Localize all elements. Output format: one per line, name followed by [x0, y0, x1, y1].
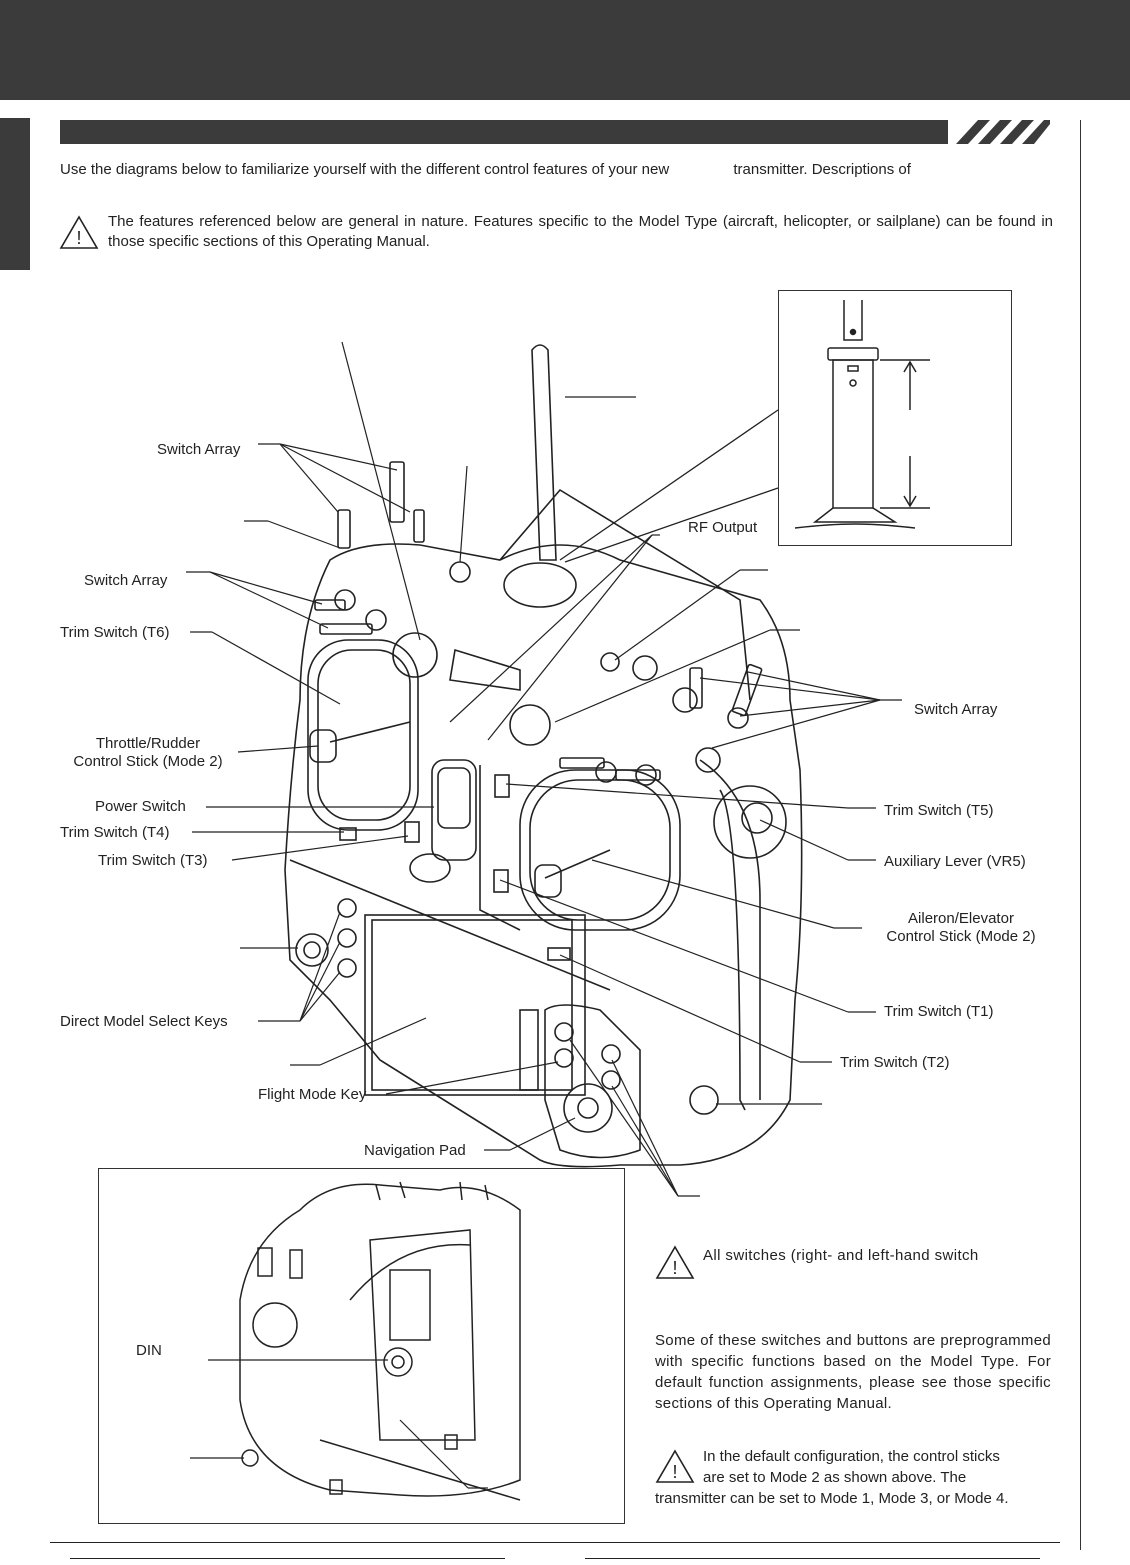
mode-note-line3: transmitter can be set to Mode 1, Mode 3… [655, 1490, 1009, 1507]
switches-note: All switches (right- and left-hand switc… [703, 1247, 979, 1264]
label-trim-t4: Trim Switch (T4) [60, 824, 170, 841]
label-trim-t3: Trim Switch (T3) [98, 852, 208, 869]
label-aux-lever: Auxiliary Lever (VR5) [884, 853, 1026, 870]
section-title-bar [60, 120, 1050, 144]
general-note: The features referenced below are genera… [108, 213, 1053, 250]
footer-rule-left [70, 1558, 505, 1559]
mode-note-line1: In the default configuration, the contro… [703, 1448, 1000, 1465]
mode-note-line2: are set to Mode 2 as shown above. The [703, 1469, 967, 1486]
mode-note: In the default configuration, the contro… [655, 1446, 1051, 1509]
antenna-detail-inset [778, 290, 1012, 546]
footer-rule-top [50, 1542, 1060, 1543]
svg-text:!: ! [672, 1462, 677, 1482]
svg-text:!: ! [76, 228, 81, 248]
footer-rule-right [585, 1558, 1040, 1559]
label-direct-model-select: Direct Model Select Keys [60, 1013, 228, 1030]
right-rule [1080, 120, 1081, 1550]
label-throttle-line1: Throttle/Rudder [95, 735, 201, 752]
label-switch-array-right: Switch Array [914, 701, 998, 718]
label-throttle-line2: Control Stick (Mode 2) [73, 753, 223, 770]
label-trim-t5: Trim Switch (T5) [884, 802, 994, 819]
label-switch-array-left: Switch Array [84, 572, 168, 589]
intro-text-after: transmitter. Descriptions of [733, 161, 911, 178]
warning-triangle-icon: ! [655, 1449, 695, 1483]
intro-text-before: Use the diagrams below to familiarize yo… [60, 161, 670, 178]
label-flight-mode-key: Flight Mode Key [258, 1086, 367, 1103]
preprogrammed-note: Some of these switches and buttons are p… [655, 1332, 1051, 1412]
label-switch-array-top: Switch Array [157, 441, 241, 458]
label-trim-t1: Trim Switch (T1) [884, 1003, 994, 1020]
intro-paragraph: Use the diagrams below to familiarize yo… [60, 160, 1050, 180]
label-aileron-stick: Aileron/Elevator Control Stick (Mode 2) [868, 910, 1054, 946]
warning-triangle-icon: ! [59, 215, 99, 249]
transmitter-back-view [98, 1168, 625, 1524]
warning-triangle-icon: ! [655, 1245, 695, 1279]
label-throttle-stick: Throttle/Rudder Control Stick (Mode 2) [58, 735, 238, 771]
label-trim-t6: Trim Switch (T6) [60, 624, 170, 641]
svg-text:!: ! [672, 1258, 677, 1278]
label-din: DIN [136, 1342, 162, 1359]
label-rf-output: RF Output [688, 519, 758, 536]
side-tab [0, 118, 30, 270]
label-aileron-line2: Control Stick (Mode 2) [886, 928, 1036, 945]
label-power-switch: Power Switch [95, 798, 186, 815]
label-trim-t2: Trim Switch (T2) [840, 1054, 950, 1071]
label-navigation-pad: Navigation Pad [364, 1142, 466, 1159]
header-bar [0, 0, 1130, 100]
label-aileron-line1: Aileron/Elevator [908, 910, 1014, 927]
